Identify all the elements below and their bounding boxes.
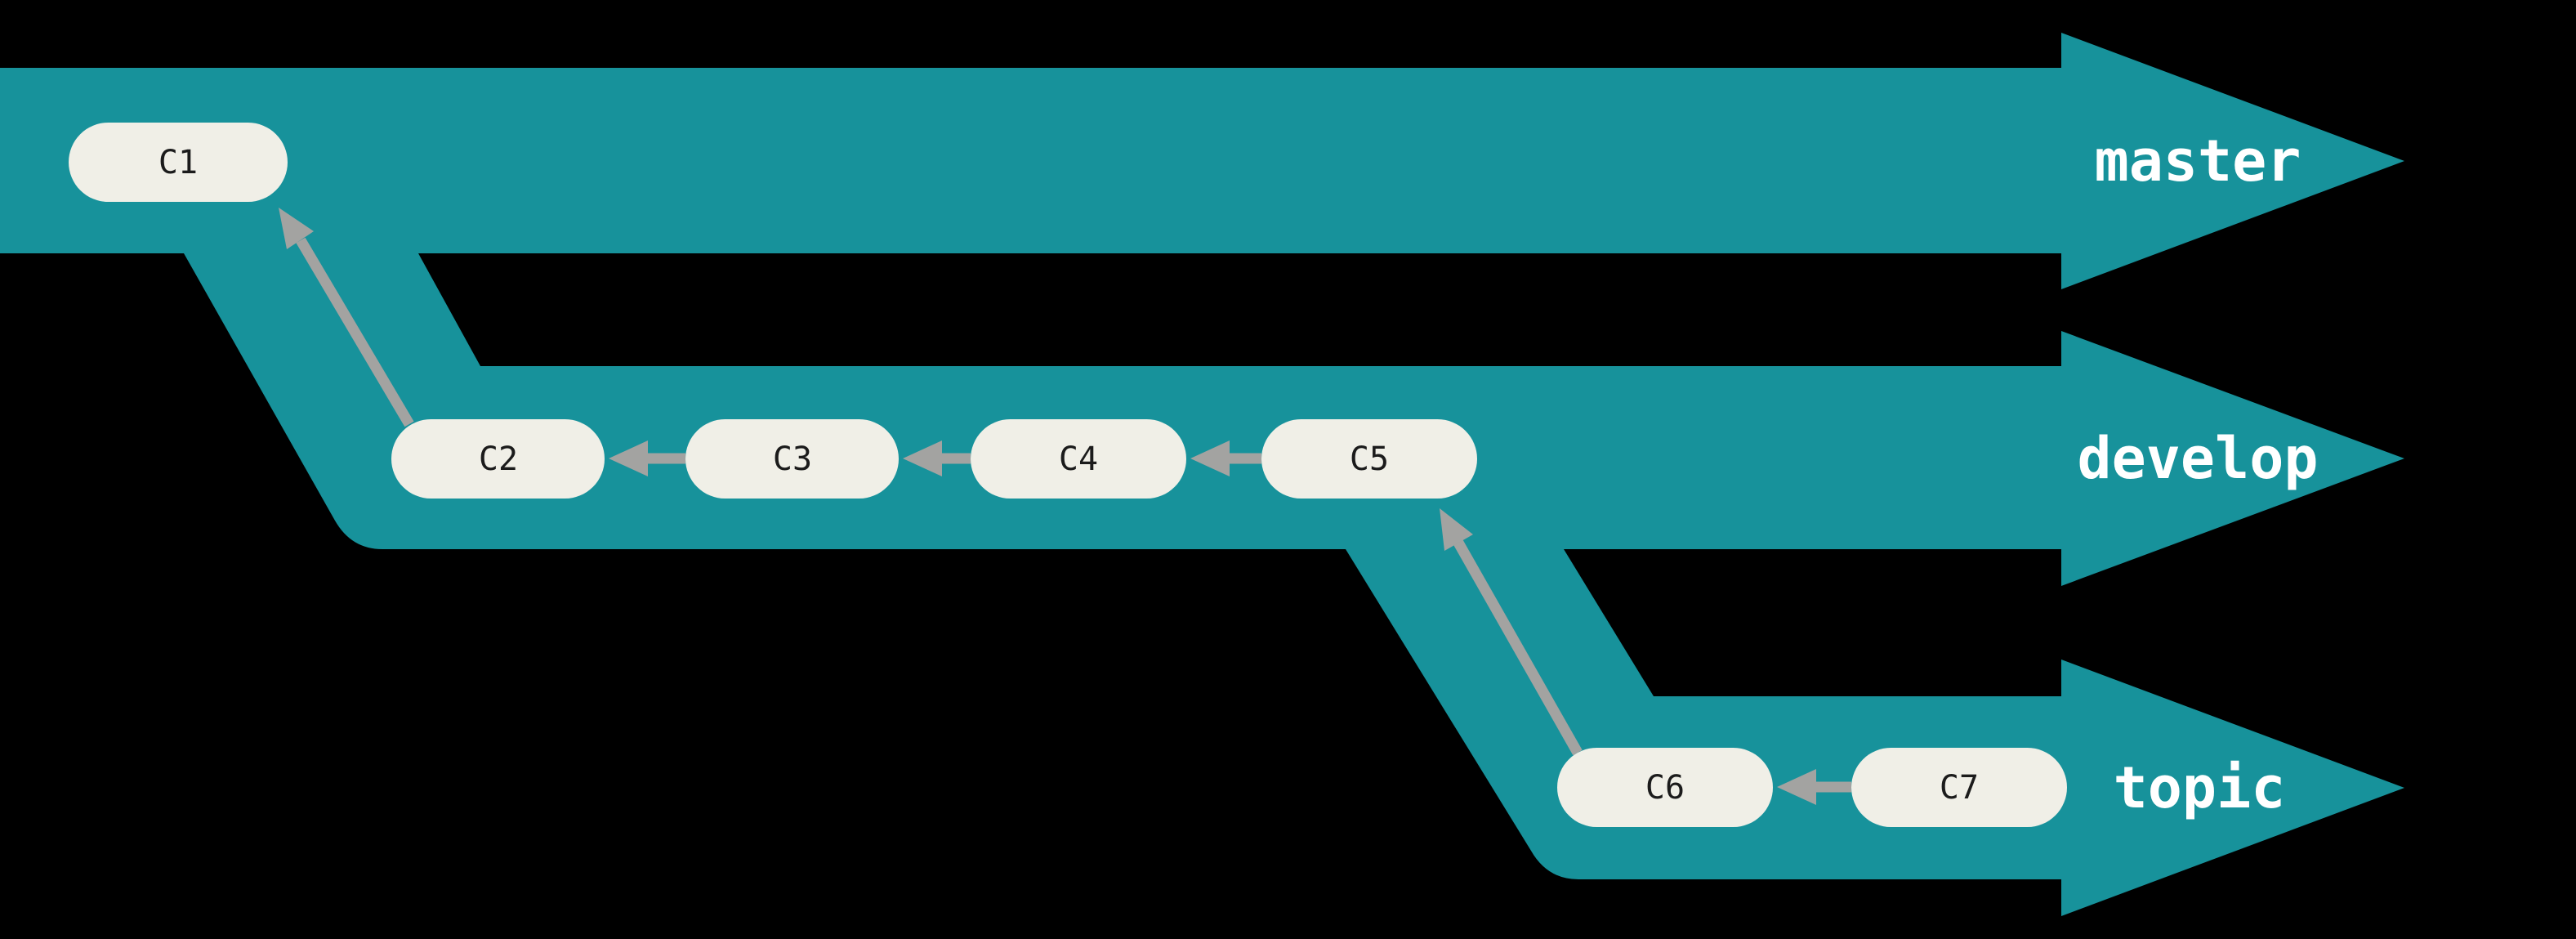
commit-arrow-c7-c6 [1777, 769, 1851, 805]
commit-node-c3: C3 [685, 419, 899, 499]
branch-label-develop: develop [2077, 425, 2318, 492]
branch-lane-master [0, 33, 2404, 289]
branch-labels: master develop topic [2077, 127, 2318, 821]
commit-label: C4 [1059, 440, 1098, 478]
branch-label-master: master [2095, 127, 2301, 195]
commit-node-c4: C4 [971, 419, 1186, 499]
commit-node-c1: C1 [69, 123, 288, 202]
commit-arrow-c5-c4 [1190, 440, 1261, 476]
commit-pill [69, 123, 288, 202]
commit-label: C2 [479, 440, 518, 478]
branch-label-topic: topic [2114, 754, 2286, 821]
commit-arrow-c6-c5 [1440, 508, 1583, 756]
branch-lane-topic [1346, 549, 2404, 916]
arrow-head-icon [1190, 440, 1230, 476]
commit-node-c2: C2 [391, 419, 605, 499]
commit-pill [685, 419, 899, 499]
commit-node-c7: C7 [1851, 748, 2067, 827]
arrow-line [1453, 539, 1583, 756]
master-band-arrow [0, 33, 2404, 289]
arrow-head-icon [279, 208, 314, 249]
commit-label: C3 [773, 440, 812, 478]
commit-node-c5: C5 [1261, 419, 1477, 499]
topic-band-arrow [1346, 549, 2404, 916]
arrow-head-icon [903, 440, 942, 476]
develop-band-arrow [184, 253, 2404, 586]
arrow-line [296, 237, 414, 427]
branch-lane-develop [184, 253, 2404, 586]
commit-label: C6 [1645, 769, 1685, 807]
arrow-head-icon [1440, 508, 1473, 551]
commit-label: C7 [1940, 769, 1979, 807]
commit-arrow-c4-c3 [903, 440, 971, 476]
commit-label: C5 [1350, 440, 1389, 478]
arrow-head-icon [609, 440, 648, 476]
commit-arrow-c2-c1 [279, 208, 414, 427]
arrow-head-icon [1777, 769, 1816, 805]
commit-arrow-c3-c2 [609, 440, 685, 476]
commit-pill [1557, 748, 1773, 827]
commit-pill [1851, 748, 2067, 827]
commit-label: C1 [158, 144, 198, 181]
commit-node-c6: C6 [1557, 748, 1773, 827]
commit-nodes: C1 C2 C3 C4 C5 C6 [69, 123, 2067, 827]
commit-parent-arrows [279, 208, 1851, 805]
commit-pill [1261, 419, 1477, 499]
commit-pill [391, 419, 605, 499]
commit-pill [971, 419, 1186, 499]
